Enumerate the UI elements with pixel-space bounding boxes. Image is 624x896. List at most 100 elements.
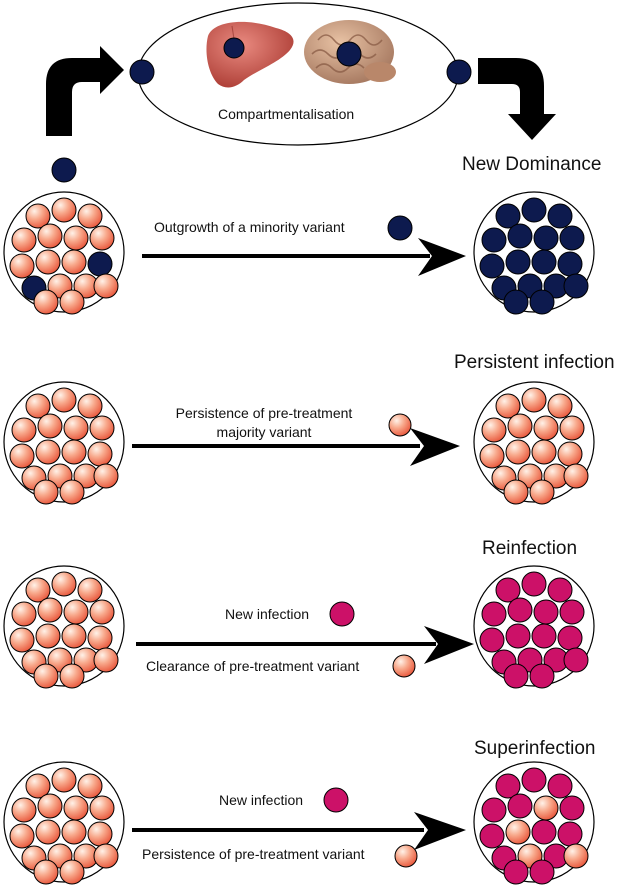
virus-particle [547, 773, 573, 799]
virus-particle [563, 843, 589, 869]
compartment-entry-dot [129, 59, 155, 85]
virus-particle [479, 253, 505, 279]
virus-particle [9, 443, 35, 469]
virus-particle [25, 203, 51, 229]
virus-particle [61, 249, 87, 275]
population-after-row4 [473, 761, 595, 885]
virus-particle [559, 795, 585, 821]
virus-particle [529, 859, 555, 885]
virus-particle [59, 289, 85, 315]
virus-particle [37, 793, 63, 819]
virus-particle [547, 393, 573, 419]
virus-particle [505, 249, 531, 275]
population-after-row1 [473, 191, 595, 315]
virus-particle [547, 577, 573, 603]
virus-particle [35, 623, 61, 649]
virus-particle [33, 289, 59, 315]
virus-particle [563, 463, 589, 489]
virus-particle [89, 415, 115, 441]
population-before-row2 [3, 381, 125, 505]
virus-particle [529, 479, 555, 505]
virus-particle [93, 843, 119, 869]
virus-particle [479, 627, 505, 653]
population-before-row3 [3, 565, 125, 689]
virus-particle [503, 289, 529, 315]
compartment-out-arrow [478, 58, 556, 140]
arrow-row-2 [132, 428, 460, 466]
virus-particle [479, 443, 505, 469]
row2-description-line2: majority variant [216, 424, 312, 440]
row3-new-infection-label: New infection [225, 606, 310, 622]
virus-particle [559, 599, 585, 625]
virus-particle [33, 663, 59, 689]
virus-particle [503, 663, 529, 689]
virus-particle [507, 413, 533, 439]
virus-particle [35, 819, 61, 845]
minority-variant-dot [51, 157, 77, 183]
virus-particle [531, 439, 557, 465]
virus-particle [557, 251, 583, 277]
virus-particle [559, 225, 585, 251]
legend-majority-dot-row4 [394, 844, 418, 868]
row4-new-infection-label: New infection [219, 792, 304, 808]
virus-particle [87, 625, 113, 651]
virus-particle [563, 647, 589, 673]
virus-particle [25, 773, 51, 799]
liver-virus [223, 37, 245, 59]
virus-particle [529, 663, 555, 689]
virus-particle [51, 571, 77, 597]
virus-particle [93, 273, 119, 299]
virus-particle [507, 793, 533, 819]
virus-particle [87, 821, 113, 847]
virus-particle [61, 819, 87, 845]
virus-particle [77, 773, 103, 799]
virus-particle [9, 253, 35, 279]
virus-particle [531, 623, 557, 649]
virus-particle [521, 197, 547, 223]
virus-particle [51, 387, 77, 413]
virus-particle [533, 795, 559, 821]
virus-particle [11, 417, 37, 443]
virus-particle [481, 417, 507, 443]
virus-particle [505, 623, 531, 649]
virus-particle [35, 439, 61, 465]
virus-particle [11, 601, 37, 627]
virus-particle [505, 439, 531, 465]
virus-particle [503, 859, 529, 885]
outcome-title-reinfection: Reinfection [482, 538, 578, 559]
outcome-title-superinfection: Superinfection [474, 738, 596, 759]
legend-new-infection-dot-row4 [323, 787, 349, 813]
outcome-title-persistent-infection: Persistent infection [454, 352, 615, 373]
virus-particle [51, 197, 77, 223]
brain-virus [336, 41, 362, 67]
virus-particle [89, 225, 115, 251]
virus-particle [61, 623, 87, 649]
virus-particle [495, 203, 521, 229]
outcome-title-new-dominance: New Dominance [462, 154, 602, 175]
virus-particle [507, 597, 533, 623]
virus-particle [93, 463, 119, 489]
virus-particle [89, 795, 115, 821]
compartment-in-arrow [46, 46, 124, 136]
virus-particle [529, 289, 555, 315]
virus-particle [9, 627, 35, 653]
virus-particle [59, 479, 85, 505]
virus-particle [37, 597, 63, 623]
virus-particle [481, 227, 507, 253]
virus-particle [77, 393, 103, 419]
population-before-row4 [3, 761, 125, 885]
virus-particle [481, 601, 507, 627]
virus-particle [521, 387, 547, 413]
virus-particle [495, 393, 521, 419]
virus-particle [87, 251, 113, 277]
compartment-exit-dot [446, 59, 472, 85]
virus-particle [63, 599, 89, 625]
virus-particle [35, 249, 61, 275]
arrow-row-3 [136, 626, 474, 664]
virus-particle [77, 577, 103, 603]
virus-particle [547, 203, 573, 229]
virus-particle [77, 203, 103, 229]
population-after-row3 [473, 565, 595, 689]
virus-particle [521, 571, 547, 597]
